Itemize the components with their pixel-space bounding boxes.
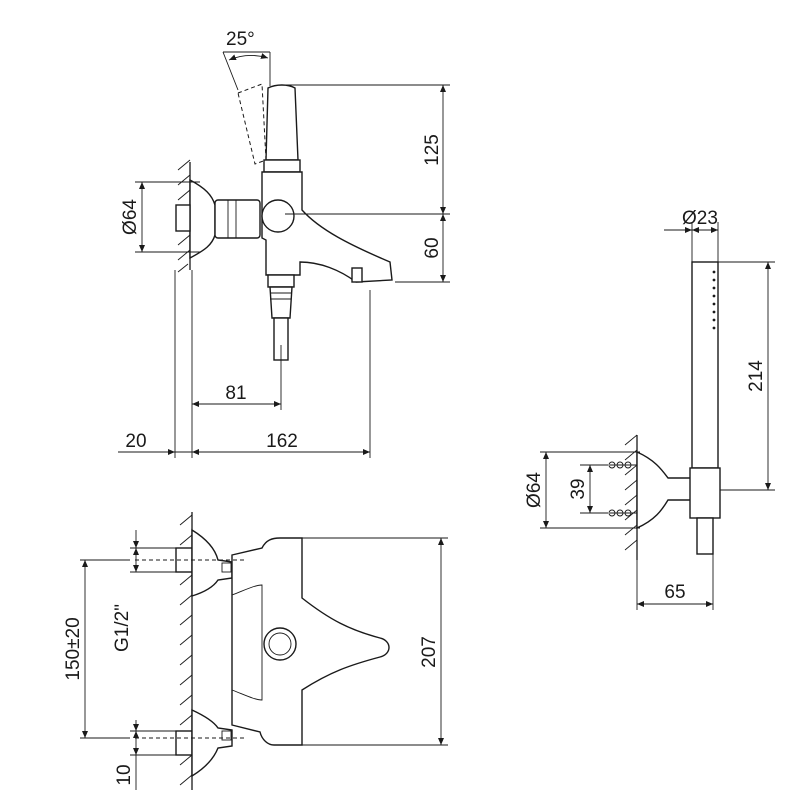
plan-view-mixer: [80, 512, 448, 790]
dim-125: 125: [422, 134, 443, 166]
dim-phi23: Ø23: [682, 208, 718, 229]
dim-phi64-right: Ø64: [524, 472, 545, 508]
dim-150: 150±20: [63, 617, 84, 680]
dim-phi64-top: Ø64: [120, 199, 141, 235]
hand-shower-view: [540, 222, 775, 610]
dim-39: 39: [568, 478, 589, 499]
angle-label: 25°: [226, 29, 255, 50]
dim-20: 20: [125, 431, 146, 452]
nozzle-dots: [712, 270, 716, 330]
dim-g12: G1/2": [112, 604, 133, 652]
dim-207: 207: [419, 636, 440, 668]
dim-81: 81: [225, 383, 246, 404]
dim-214: 214: [746, 360, 767, 392]
dim-10: 10: [114, 764, 135, 785]
dim-162: 162: [266, 431, 298, 452]
dim-65: 65: [664, 582, 685, 603]
side-view-mixer: [118, 51, 450, 458]
dim-60: 60: [422, 237, 443, 258]
wall-hatch-right: [624, 434, 638, 560]
